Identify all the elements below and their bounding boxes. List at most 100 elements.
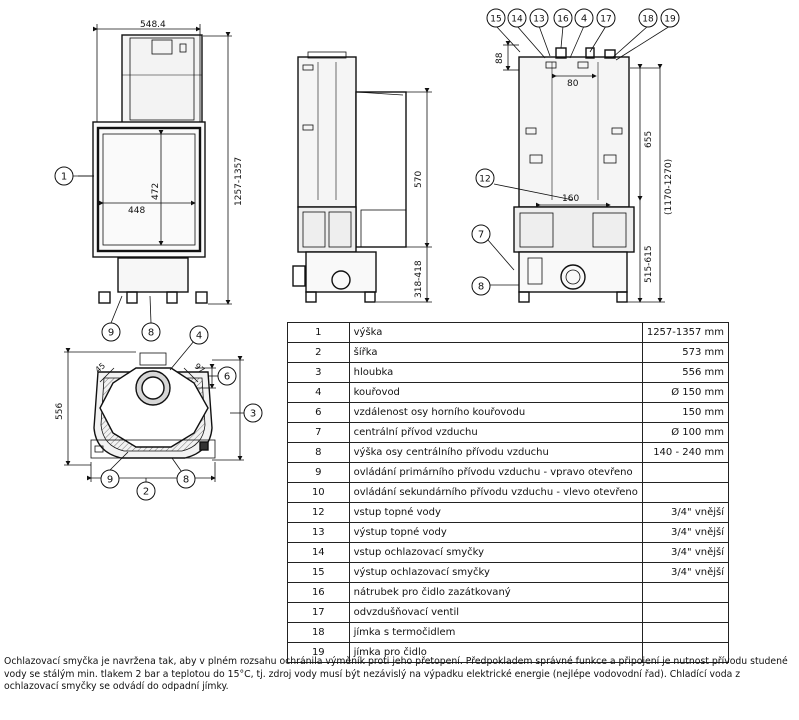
spec-value: 140 - 240 mm — [641, 442, 730, 463]
callout-7: 7 — [471, 224, 491, 244]
callout-4: 4 — [189, 325, 209, 345]
callout-1: 1 — [54, 166, 74, 186]
callout-6: 6 — [217, 366, 237, 386]
spec-number: 4 — [287, 382, 350, 403]
svg-text:16: 16 — [557, 15, 569, 25]
spec-value: Ø 150 mm — [641, 382, 730, 403]
spec-value — [641, 602, 730, 623]
spec-number: 17 — [287, 602, 350, 623]
spec-description: nátrubek pro čidlo zazátkovaný — [348, 582, 643, 603]
dim-side-318-label: 318-418 — [414, 260, 424, 298]
svg-text:18: 18 — [642, 15, 654, 25]
dim-total-height-label: 1257-1357 — [234, 157, 244, 206]
svg-text:6: 6 — [224, 372, 230, 383]
dim-rear-160-label: 160 — [562, 194, 579, 204]
callout-10-front: 9 — [101, 322, 121, 342]
spec-value — [641, 642, 730, 663]
spec-value: 3/4" vnější — [641, 542, 730, 563]
spec-description: odvzdušňovací ventil — [348, 602, 643, 623]
svg-text:2: 2 — [143, 487, 149, 498]
dim-rear-655-label: 655 — [644, 131, 654, 148]
dim-rear-515-label: 515-615 — [644, 245, 654, 283]
dim-glass-width-label: 448 — [128, 206, 145, 216]
spec-value: 3/4" vnější — [641, 562, 730, 583]
callout-2: 2 — [136, 481, 156, 501]
callout-9-front: 8 — [141, 322, 161, 342]
spec-number: 8 — [287, 442, 350, 463]
front-view — [92, 34, 208, 304]
spec-description: vstup ochlazovací smyčky — [348, 542, 643, 563]
svg-text:4: 4 — [581, 14, 587, 25]
spec-number: 7 — [287, 422, 350, 443]
spec-value: 3/4" vnější — [641, 522, 730, 543]
spec-number: 9 — [287, 462, 350, 483]
spec-description: kouřovod — [348, 382, 643, 403]
spec-number: 1 — [287, 322, 350, 343]
technical-drawing: 548.4 1257-1357 448 472 570 318-418 — [54, 8, 680, 501]
callout-9-plan: 8 — [176, 469, 196, 489]
svg-text:19: 19 — [664, 15, 676, 25]
callout-14: 14 — [507, 8, 527, 28]
callout-19: 19 — [660, 8, 680, 28]
spec-description: ovládání sekundárního přívodu vzduchu - … — [348, 482, 643, 503]
spec-description: výška — [348, 322, 643, 343]
spec-description: hloubka — [348, 362, 643, 383]
dim-glass-height-label: 472 — [151, 183, 161, 200]
front-dimensions — [78, 24, 232, 305]
svg-text:15: 15 — [490, 15, 501, 25]
svg-text:3: 3 — [250, 409, 256, 420]
spec-number: 15 — [287, 562, 350, 583]
spec-description: centrální přívod vzduchu — [348, 422, 643, 443]
spec-number: 12 — [287, 502, 350, 523]
spec-value — [641, 582, 730, 603]
svg-text:8: 8 — [148, 328, 154, 339]
spec-number: 2 — [287, 342, 350, 363]
side-dimensions — [376, 88, 432, 303]
callout-3: 3 — [243, 403, 263, 423]
spec-number: 18 — [287, 622, 350, 643]
spec-value: Ø 100 mm — [641, 422, 730, 443]
callout-12: 12 — [475, 168, 495, 188]
rear-dimensions — [503, 41, 665, 303]
plan-view — [90, 352, 216, 459]
svg-text:1: 1 — [61, 172, 67, 183]
footnote: Ochlazovací smyčka je navržena tak, aby … — [4, 656, 788, 692]
svg-text:9: 9 — [107, 475, 113, 486]
spec-number: 6 — [287, 402, 350, 423]
svg-text:14: 14 — [511, 15, 523, 25]
dim-rear-80-label: 80 — [567, 79, 579, 89]
spec-value — [641, 482, 730, 503]
svg-text:9: 9 — [108, 328, 114, 339]
callout-13: 13 — [529, 8, 549, 28]
spec-number: 14 — [287, 542, 350, 563]
spec-number: 16 — [287, 582, 350, 603]
callout-18: 18 — [638, 8, 658, 28]
svg-text:7: 7 — [478, 230, 484, 241]
spec-description: vzdálenost osy horního kouřovodu — [348, 402, 643, 423]
spec-number: 10 — [287, 482, 350, 503]
svg-text:8: 8 — [478, 282, 484, 293]
spec-value: 556 mm — [641, 362, 730, 383]
side-view — [292, 51, 407, 303]
spec-description: výstup topné vody — [348, 522, 643, 543]
spec-value: 150 mm — [641, 402, 730, 423]
spec-number: 13 — [287, 522, 350, 543]
callout-10-plan: 9 — [100, 469, 120, 489]
spec-description: vstup topné vody — [348, 502, 643, 523]
spec-number: 19 — [287, 642, 350, 663]
callout-15: 15 — [486, 8, 506, 28]
dim-side-570-label: 570 — [414, 171, 424, 188]
dim-rear-range-label: (1170-1270) — [664, 159, 674, 215]
